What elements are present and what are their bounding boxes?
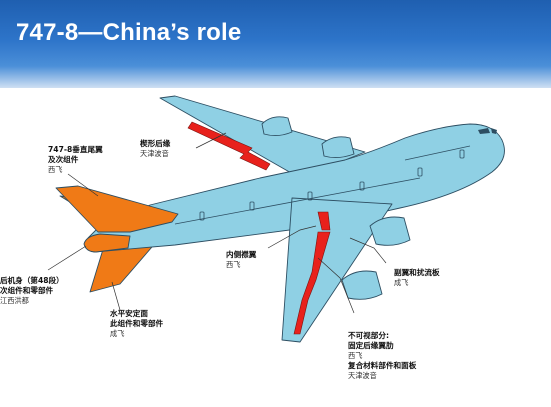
horizontal-stabilizer-label: 水平安定面 此组件和零部件 成飞 bbox=[110, 309, 164, 338]
aileron-spoiler-label: 副翼和扰流板 成飞 bbox=[394, 268, 440, 287]
invisible-parts-label: 不可视部分: 固定后缘翼肋 西飞 复合材料部件和面板 天津波音 bbox=[348, 331, 417, 380]
inboard-flap-part bbox=[317, 211, 331, 231]
lower-engine-inboard bbox=[369, 216, 411, 246]
vertical-fin bbox=[55, 185, 179, 233]
lower-engine-outboard bbox=[341, 270, 383, 300]
lower-wing bbox=[281, 197, 393, 343]
lower-wing-trailing-edge-part bbox=[293, 231, 331, 335]
slide-title: 747-8—China’s role bbox=[16, 19, 242, 46]
trailing-edge-label: 楔形后缘 天津波音 bbox=[140, 139, 171, 158]
inboard-flap-label: 内侧襟翼 西飞 bbox=[226, 250, 257, 269]
upper-wing-trailing-edge-part bbox=[187, 121, 271, 171]
upper-engine-inboard bbox=[321, 136, 355, 159]
cabin-windows bbox=[174, 145, 471, 225]
vertical-fin-label: 747-8垂直尾翼 及次组件 西飞 bbox=[48, 145, 103, 174]
leader-lines bbox=[47, 132, 387, 314]
upper-engine-outboard bbox=[261, 116, 293, 137]
aft-fuselage-label: 后机身（第48段） 次组件和零部件 江西洪都 bbox=[0, 276, 64, 305]
cockpit-windows bbox=[478, 128, 497, 134]
tail-cone bbox=[83, 233, 131, 253]
title-banner: 747-8—China’s role bbox=[0, 0, 551, 88]
